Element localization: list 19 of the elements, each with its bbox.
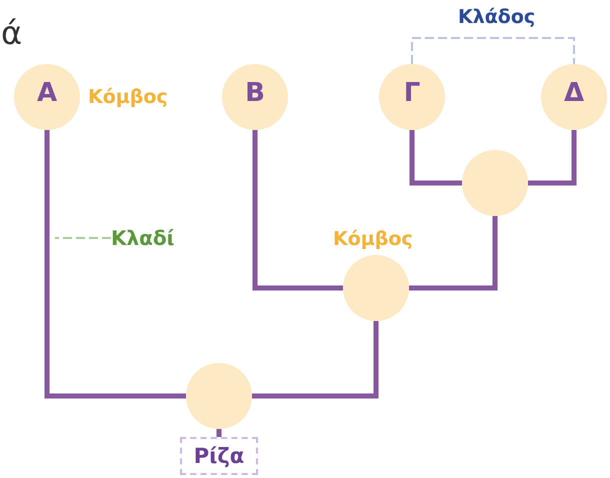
taxon-letter: Γ: [404, 78, 420, 108]
root-box: [180, 437, 258, 475]
title-fragment: ά: [1, 14, 22, 52]
node-label: Κόμβος: [88, 86, 168, 108]
node-label: Κόμβος: [333, 228, 413, 250]
taxon-letter: Δ: [564, 78, 584, 108]
root-label: Ρίζα: [194, 444, 244, 468]
clade-label: Κλάδος: [458, 6, 536, 28]
branch-label: Κλαδί: [111, 224, 191, 252]
branch-line: [409, 216, 498, 290]
branch-line: [216, 429, 222, 437]
taxon-letter: Β: [245, 78, 265, 108]
branch-line: [410, 130, 462, 186]
leader-line: [55, 237, 111, 239]
branch-line: [252, 321, 378, 398]
branch-line: [528, 130, 576, 186]
branch-line: [44, 130, 186, 398]
taxon-letter: Α: [36, 78, 58, 108]
branch-line: [252, 130, 343, 290]
